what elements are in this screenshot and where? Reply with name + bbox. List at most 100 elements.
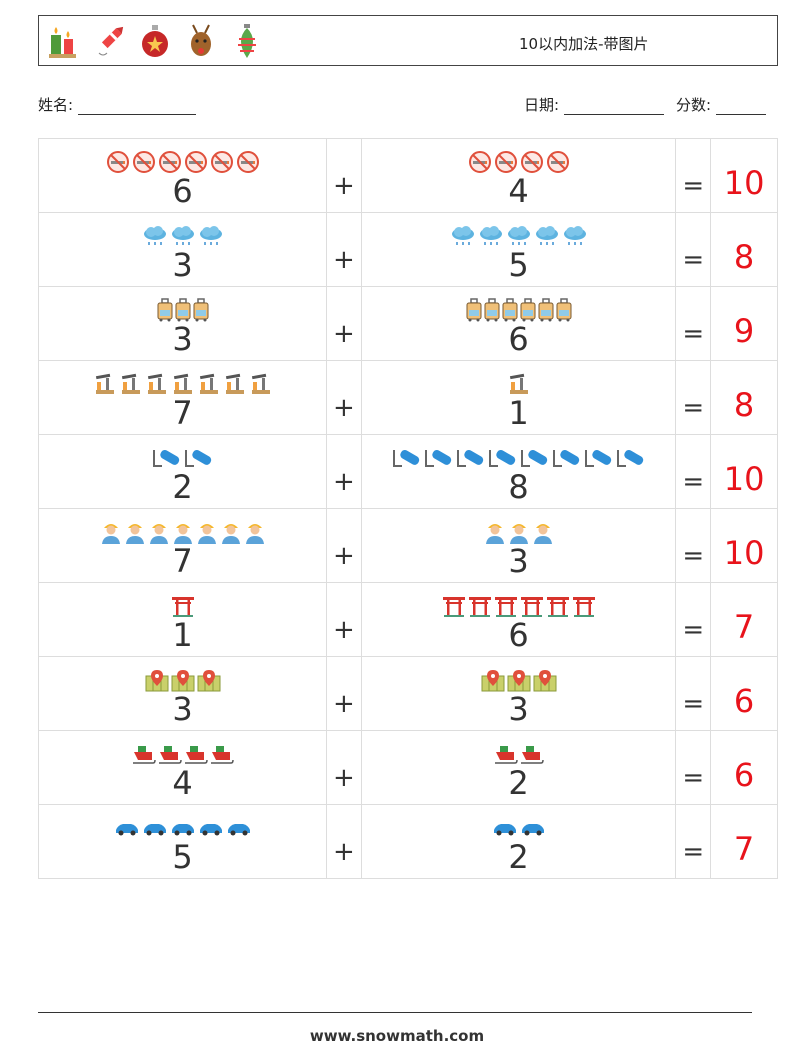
addend-b-icon-group [362,224,675,248]
rain-cloud-icon [478,225,504,247]
car-icon [226,820,252,836]
problem-row: 5+2=7 [38,804,778,879]
firework-rocket-icon [93,22,125,60]
oil-pump-icon [145,372,169,396]
header-icons [47,22,263,60]
addend-b-icon-group [362,816,675,840]
addend-b-cell: 3 [360,656,677,731]
addend-a: 5 [172,837,193,876]
answer: 10 [723,533,765,572]
addend-a: 3 [172,245,193,284]
addend-b: 4 [508,171,529,210]
addend-b-icon-group [362,520,675,544]
plus-cell: + [326,212,362,287]
suitcase-icon [193,297,209,322]
worker-icon [532,520,554,544]
addend-a-icon-group [39,297,326,322]
addend-b-cell: 3 [360,508,677,583]
oil-pump-icon [223,372,247,396]
worker-icon [196,520,218,544]
rain-cloud-icon [450,225,476,247]
equals-sign: = [682,466,705,497]
addend-b: 3 [508,689,529,728]
addend-a-cell: 6 [38,138,327,213]
addend-b-cell: 6 [360,582,677,657]
car-icon [142,820,168,836]
addend-b-icon-group [362,594,675,618]
addend-a-cell: 4 [38,730,327,805]
equals-cell: = [675,286,712,361]
reindeer-icon [185,22,217,60]
suitcase-icon [157,297,173,322]
car-icon [492,820,518,836]
gas-cylinder-icon [552,446,582,470]
rain-cloud-icon [534,225,560,247]
oil-pump-icon [93,372,117,396]
map-pin-icon [197,668,221,692]
date-line [563,100,664,115]
addend-a: 4 [172,763,193,802]
addend-b: 2 [508,837,529,876]
gas-cylinder-icon [616,446,646,470]
gas-cylinder-icon [584,446,614,470]
answer: 6 [733,681,755,720]
answer: 7 [733,829,755,868]
oil-pump-icon [197,372,221,396]
gas-cylinder-icon [152,446,182,470]
gas-cylinder-icon [456,446,486,470]
answer-cell: 9 [710,286,778,361]
addend-a-icon-group [39,668,326,692]
sleigh-icon [158,742,182,766]
answer: 10 [723,459,765,498]
oil-pump-icon [507,372,531,396]
equals-sign: = [682,318,705,349]
gas-cylinder-icon [424,446,454,470]
answer: 6 [733,755,755,794]
problem-row: 6+4=10 [38,138,778,213]
equals-sign: = [682,540,705,571]
equals-cell: = [675,434,712,509]
gas-cylinder-icon [520,446,550,470]
addend-b-icon-group [362,150,675,174]
addend-b: 6 [508,615,529,654]
addend-b: 1 [508,393,529,432]
worker-icon [100,520,122,544]
addend-b-icon-group [362,446,675,470]
header-box: 10以内加法-带图片 [38,15,778,66]
suitcase-icon [520,297,536,322]
answer: 9 [733,311,755,350]
torii-gate-icon [520,594,544,618]
ornament-icon [231,22,263,60]
oil-pump-icon [119,372,143,396]
answer-cell: 8 [710,212,778,287]
torii-gate-icon [494,594,518,618]
torii-gate-icon [546,594,570,618]
equals-cell: = [675,656,712,731]
plus-sign: + [333,392,355,423]
sleigh-icon [184,742,208,766]
equals-sign: = [682,688,705,719]
addend-b-cell: 6 [360,286,677,361]
score-line [715,100,766,115]
rain-cloud-icon [170,225,196,247]
answer-cell: 10 [710,508,778,583]
car-icon [170,820,196,836]
suitcase-icon [175,297,191,322]
equals-cell: = [675,508,712,583]
plus-sign: + [333,688,355,719]
addend-b-icon-group [362,668,675,692]
worker-icon [244,520,266,544]
plus-sign: + [333,762,355,793]
addend-a: 6 [172,171,193,210]
sleigh-icon [494,742,518,766]
plus-cell: + [326,804,362,879]
plus-sign: + [333,244,355,275]
footer-divider [38,1012,752,1013]
plus-cell: + [326,286,362,361]
worker-icon [484,520,506,544]
problem-row: 2+8=10 [38,434,778,509]
answer-cell: 7 [710,582,778,657]
suitcase-icon [484,297,500,322]
footer-url: www.snowmath.com [309,1027,485,1045]
plus-cell: + [326,582,362,657]
